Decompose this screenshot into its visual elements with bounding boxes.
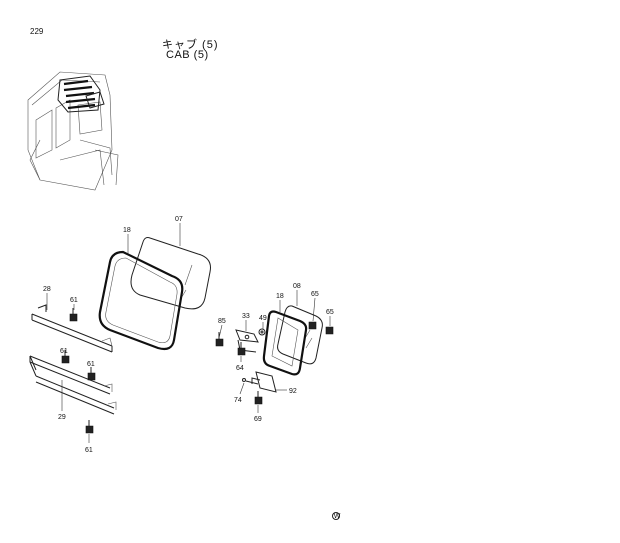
callout-49: 49	[259, 315, 267, 322]
callout-69: 69	[254, 416, 262, 423]
callout-61a: 61	[70, 297, 78, 304]
footer-mark-letter: W	[334, 513, 341, 520]
leader-lines	[46, 223, 331, 443]
fasteners-right	[215, 321, 334, 405]
callout-64: 64	[236, 365, 244, 372]
callout-74: 74	[234, 397, 242, 404]
callout-28: 28	[43, 286, 51, 293]
footer-mark: W	[332, 512, 341, 520]
callout-33: 33	[242, 313, 250, 320]
page-title-english: CAB (5)	[166, 49, 209, 61]
callout-65b: 65	[326, 309, 334, 316]
callout-08: 08	[293, 283, 301, 290]
callout-92: 92	[289, 388, 297, 395]
callout-65a: 65	[311, 291, 319, 298]
guide-rail-28	[31, 304, 113, 353]
callout-61b: 61	[60, 348, 68, 355]
callout-61c: 61	[87, 361, 95, 368]
guide-rail-29	[29, 355, 117, 415]
weatherstrip-18-small	[262, 310, 308, 376]
window-glass-07	[130, 237, 211, 310]
callout-18a: 18	[123, 227, 131, 234]
part-callouts: 18 07 28 61 61 61 61 29 85 33 49 18 08 6…	[43, 216, 334, 454]
page-title-japanese: キャブ (5)	[162, 39, 219, 51]
cab-overview-illustration	[27, 71, 119, 191]
callout-61d: 61	[85, 447, 93, 454]
callout-85: 85	[218, 318, 226, 325]
callout-07: 07	[175, 216, 183, 223]
callout-29: 29	[58, 414, 66, 421]
callout-18b: 18	[276, 293, 284, 300]
page-number: 229	[30, 27, 44, 36]
weatherstrip-18-large	[98, 250, 184, 351]
bracket-92	[251, 371, 277, 393]
